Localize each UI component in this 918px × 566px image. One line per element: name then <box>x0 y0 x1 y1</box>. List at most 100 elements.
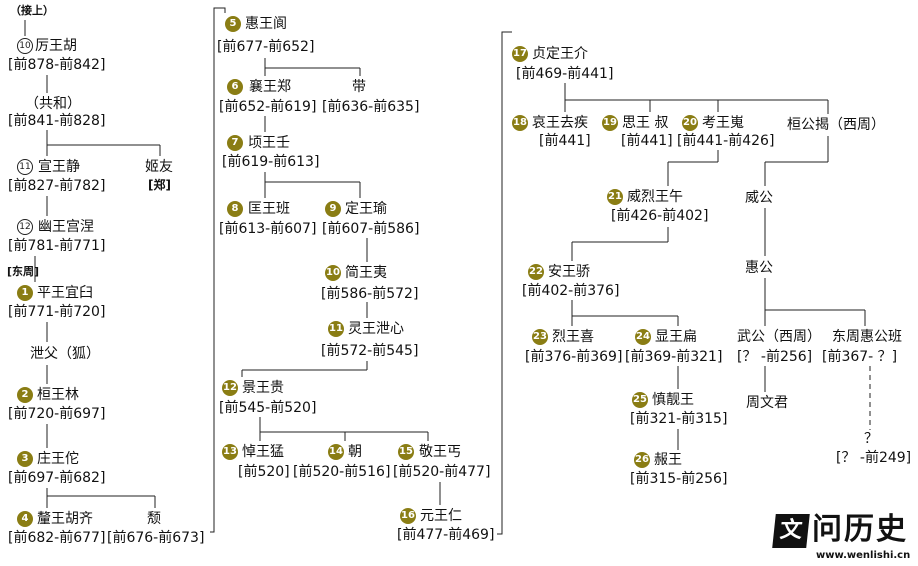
king-name: 贞定王介 <box>532 46 588 62</box>
rank-badge: 13 <box>222 444 238 460</box>
reign-years: [前636-前635] <box>322 99 420 115</box>
person-name: 姬友 <box>145 159 173 175</box>
person-name: 桓公揭（西周） <box>787 117 885 133</box>
king-name: 元王仁 <box>420 508 462 524</box>
rank-badge: 15 <box>398 444 414 460</box>
rank-badge: 10 <box>325 265 341 281</box>
reign-years: [前781-前771] <box>8 238 106 254</box>
king-name: 威烈王午 <box>627 189 683 205</box>
person-name: 带 <box>352 79 366 95</box>
rank-badge: 20 <box>682 115 698 131</box>
site-url: www.wenlishi.cn <box>816 550 911 561</box>
king-name: 简王夷 <box>345 265 387 281</box>
rank-badge: 12 <box>222 380 238 396</box>
person-name: 武公（西周） <box>737 329 821 345</box>
reign-years: [前652-前619] <box>219 99 317 115</box>
person-name: 东周惠公班 <box>832 329 902 345</box>
king-name: 匡王班 <box>248 201 290 217</box>
king-name: 悼王猛 <box>242 444 284 460</box>
watermark-logo: 文 问历史 www.wenlishi.cn <box>768 512 918 566</box>
rank-badge: 2 <box>17 387 33 403</box>
unknown-person: ？ <box>864 431 878 447</box>
king-name: 赧王 <box>654 452 682 468</box>
reign-years: [前441] <box>539 133 591 149</box>
person-name: 威公 <box>745 190 773 206</box>
person-name: 周文君 <box>746 395 788 411</box>
reign-years: [前545-前520] <box>219 400 317 416</box>
rank-badge: 25 <box>632 392 648 408</box>
reign-years: [前878-前842] <box>8 57 106 73</box>
king-name: 哀王去疾 <box>532 115 588 131</box>
continued-label: （接上） <box>10 4 54 17</box>
reign-years: [前619-前613] <box>222 154 320 170</box>
king-name: 景王贵 <box>242 380 284 396</box>
reign-years: [前677-前652] <box>217 39 315 55</box>
reign-years: [前613-前607] <box>219 221 317 237</box>
rank-badge: 6 <box>227 79 243 95</box>
rank-badge: 19 <box>602 115 618 131</box>
rank-badge: 16 <box>400 508 416 524</box>
reign-years: [前682-前677] <box>8 530 106 546</box>
rank-badge: 23 <box>532 329 548 345</box>
reign-years: [前697-前682] <box>8 470 106 486</box>
king-name: 定王瑜 <box>345 201 387 217</box>
reign-years: [前426-前402] <box>611 208 709 224</box>
reign-years: [前676-前673] <box>107 530 205 546</box>
reign-years: [前441-前426] <box>677 133 775 149</box>
reign-years: [前520-前477] <box>393 464 491 480</box>
king-name: 桓王林 <box>37 387 79 403</box>
rank-badge: 9 <box>325 201 341 217</box>
rank-badge: 3 <box>17 451 33 467</box>
rank-badge: 14 <box>328 444 344 460</box>
king-name: 思王 叔 <box>622 115 669 131</box>
king-name: 平王宜臼 <box>37 285 93 301</box>
king-name: 厉王胡 <box>35 38 77 54</box>
reign-years: [前441] <box>621 133 673 149</box>
reign-years: [？ -前256] <box>737 349 813 365</box>
reign-years: [前841-前828] <box>8 113 106 129</box>
rank-badge: 22 <box>528 264 544 280</box>
king-name: 安王骄 <box>548 264 590 280</box>
person-name: 颓 <box>147 511 161 527</box>
reign-years: [前469-前441] <box>516 66 614 82</box>
reign-years: [前520] <box>238 464 290 480</box>
reign-years: [前572-前545] <box>321 343 419 359</box>
rank-badge: 8 <box>227 201 243 217</box>
rank-badge: 18 <box>512 115 528 131</box>
state-label: [郑] <box>148 178 171 192</box>
person-name: 泄父（狐） <box>30 346 100 362</box>
era-label: [东周] <box>7 265 40 278</box>
reign-years: [前369-前321] <box>625 349 723 365</box>
reign-years: [前367- ？] <box>822 349 898 365</box>
rank-badge: 26 <box>634 452 650 468</box>
rank-badge: 12 <box>17 219 33 235</box>
king-name: 釐王胡齐 <box>37 511 93 527</box>
reign-years: [前720-前697] <box>8 406 106 422</box>
king-name: 灵王泄心 <box>348 321 404 337</box>
reign-years: [前771-前720] <box>8 304 106 320</box>
reign-years: [前315-前256] <box>630 471 728 487</box>
king-name: 宣王静 <box>38 159 80 175</box>
rank-badge: 11 <box>17 159 33 175</box>
reign-years: [前402-前376] <box>522 283 620 299</box>
king-name: 惠王阆 <box>245 16 287 32</box>
rank-badge: 5 <box>225 16 241 32</box>
rank-badge: 17 <box>512 46 528 62</box>
king-name: 庄王佗 <box>37 451 79 467</box>
reign-years: [前477-前469] <box>397 527 495 543</box>
king-name: 烈王喜 <box>552 329 594 345</box>
site-name: 问历史 <box>812 512 908 547</box>
reign-years: [前321-前315] <box>630 411 728 427</box>
rank-badge: 4 <box>17 511 33 527</box>
king-name: 考王嵬 <box>702 115 744 131</box>
reign-years: [前607-前586] <box>322 221 420 237</box>
king-name: 幽王宫涅 <box>38 219 94 235</box>
rank-badge: 11 <box>328 321 344 337</box>
king-name: 朝 <box>348 444 362 460</box>
rank-badge: 7 <box>227 135 243 151</box>
rank-badge: 1 <box>17 285 33 301</box>
king-name: 显王扁 <box>655 329 697 345</box>
rank-badge: 24 <box>635 329 651 345</box>
king-name: 襄王郑 <box>249 79 291 95</box>
